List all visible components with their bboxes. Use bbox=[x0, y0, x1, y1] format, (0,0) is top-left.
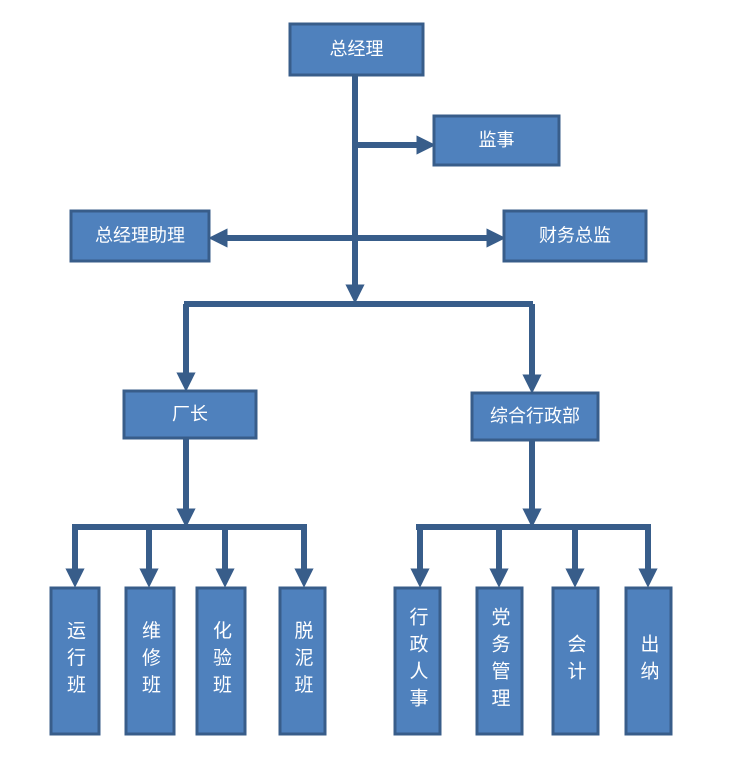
node-admin-hr: 行政人事 bbox=[393, 586, 442, 736]
node-general-manager: 总经理 bbox=[288, 22, 425, 77]
node-dewatering-team: 脱泥班 bbox=[278, 586, 327, 736]
node-general-manager-label: 总经理 bbox=[330, 39, 384, 60]
node-lab-team-label: 化验班 bbox=[210, 620, 232, 701]
node-operation-team: 运行班 bbox=[49, 586, 101, 736]
node-party-affairs: 党务管理 bbox=[475, 586, 524, 736]
node-gm-assistant: 总经理助理 bbox=[69, 209, 211, 263]
node-cashier-label: 出纳 bbox=[638, 634, 660, 688]
node-lab-team: 化验班 bbox=[195, 586, 247, 736]
node-operation-team-label: 运行班 bbox=[64, 621, 86, 702]
node-finance-director-label: 财务总监 bbox=[539, 226, 611, 247]
connectors bbox=[65, 75, 658, 588]
node-general-admin-dept-label: 综合行政部 bbox=[490, 406, 580, 427]
node-general-admin-dept: 综合行政部 bbox=[470, 391, 600, 442]
node-cashier: 出纳 bbox=[624, 586, 673, 736]
node-party-affairs-label: 党务管理 bbox=[489, 607, 511, 715]
node-accounting-label: 会计 bbox=[565, 634, 587, 688]
node-factory-director-label: 厂长 bbox=[172, 404, 208, 425]
node-maintenance-team-label: 维修班 bbox=[139, 620, 161, 701]
node-supervisor: 监事 bbox=[432, 114, 561, 167]
node-supervisor-label: 监事 bbox=[479, 130, 515, 151]
node-finance-director: 财务总监 bbox=[502, 209, 648, 263]
node-admin-hr-label: 行政人事 bbox=[407, 607, 429, 715]
node-gm-assistant-label: 总经理助理 bbox=[95, 226, 185, 247]
node-accounting: 会计 bbox=[551, 586, 600, 736]
node-factory-director: 厂长 bbox=[122, 389, 258, 440]
node-dewatering-team-label: 脱泥班 bbox=[292, 620, 314, 701]
node-maintenance-team: 维修班 bbox=[124, 586, 176, 736]
